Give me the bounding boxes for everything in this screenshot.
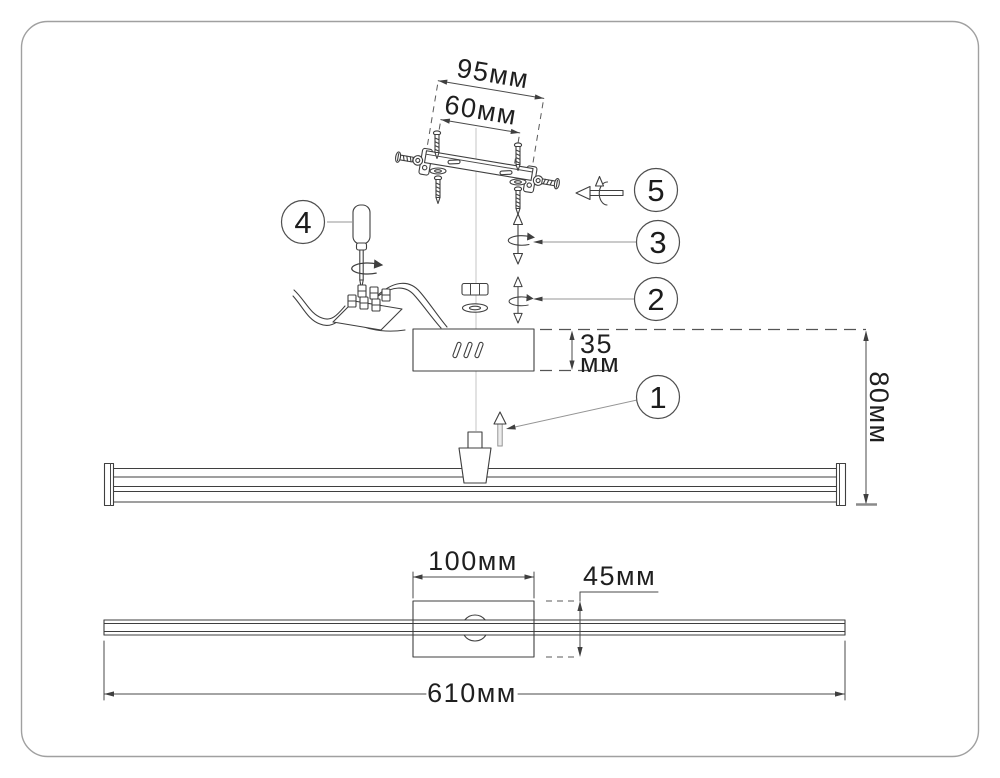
fixture-side-view xyxy=(103,431,847,507)
callout-2: 2 xyxy=(633,276,679,322)
dimension-fixture-length: 610мм xyxy=(103,640,846,708)
callout-4: 4 xyxy=(280,199,326,245)
dimension-label-60mm: 60мм xyxy=(442,89,519,131)
vent-slot xyxy=(463,341,473,359)
washer-icon xyxy=(461,303,489,313)
keyhole-slot xyxy=(447,159,461,165)
screwdriver-icon xyxy=(351,204,384,290)
dimension-label-95mm: 95мм xyxy=(455,53,532,95)
dimension-label-35-unit: мм xyxy=(580,348,620,378)
side-screw-right-icon xyxy=(540,175,561,190)
vent-slot xyxy=(474,341,484,359)
dimension-label-610mm: 610мм xyxy=(427,678,517,708)
pull-and-rotate-icon xyxy=(575,175,624,206)
dimension-hole-spacing: 60мм xyxy=(435,89,521,164)
callout-4-label: 4 xyxy=(294,205,311,240)
callout-2-label: 2 xyxy=(647,282,664,317)
screw-rotate-icon-step2 xyxy=(508,276,535,324)
hex-nut-icon xyxy=(461,282,489,296)
bottom-washer-left-icon xyxy=(429,167,447,175)
dimension-wall-offset: 80мм xyxy=(856,330,894,506)
dimension-box-depth: 35 мм xyxy=(569,329,620,378)
callout-3: 3 xyxy=(635,219,681,265)
callout-5-label: 5 xyxy=(647,173,664,208)
dimension-label-35: 35 xyxy=(580,329,613,359)
page-border xyxy=(20,20,980,758)
bottom-washer-right-icon xyxy=(509,178,527,186)
fixture-top-view xyxy=(103,600,846,658)
dimension-label-45mm: 45мм xyxy=(583,561,656,591)
wall-bracket xyxy=(418,147,538,194)
screw-rotate-icon-step3 xyxy=(507,213,536,265)
callout-1-label: 1 xyxy=(649,380,666,415)
dimension-label-80mm: 80мм xyxy=(864,371,894,444)
vent-slot xyxy=(452,341,462,359)
wall-plate-outline xyxy=(412,600,535,658)
callout-3-label: 3 xyxy=(649,225,666,260)
dimension-plate-width: 100мм xyxy=(412,546,535,599)
stem-hole-circle xyxy=(463,634,487,642)
locking-pin-icon xyxy=(493,411,507,447)
side-screw-left-icon xyxy=(394,151,415,166)
bottom-screw-left-icon xyxy=(433,175,443,205)
driver-box xyxy=(412,328,535,372)
dimension-plate-height: 45мм xyxy=(546,561,659,658)
mounting-bracket-assembly: 95мм 60мм xyxy=(394,53,561,194)
stem-hole-circle xyxy=(464,614,486,621)
keyhole-slot xyxy=(499,170,513,176)
mount-stem xyxy=(458,447,492,484)
callout-leaders xyxy=(327,221,638,430)
end-cap-right xyxy=(835,462,847,507)
callout-1: 1 xyxy=(635,374,681,420)
dimension-label-100mm: 100мм xyxy=(428,546,518,576)
mount-plug xyxy=(467,431,483,449)
end-cap-left xyxy=(103,462,115,507)
bottom-screw-right-icon xyxy=(513,186,523,216)
callout-5: 5 xyxy=(633,167,679,213)
terminal-block-icon xyxy=(332,284,403,331)
